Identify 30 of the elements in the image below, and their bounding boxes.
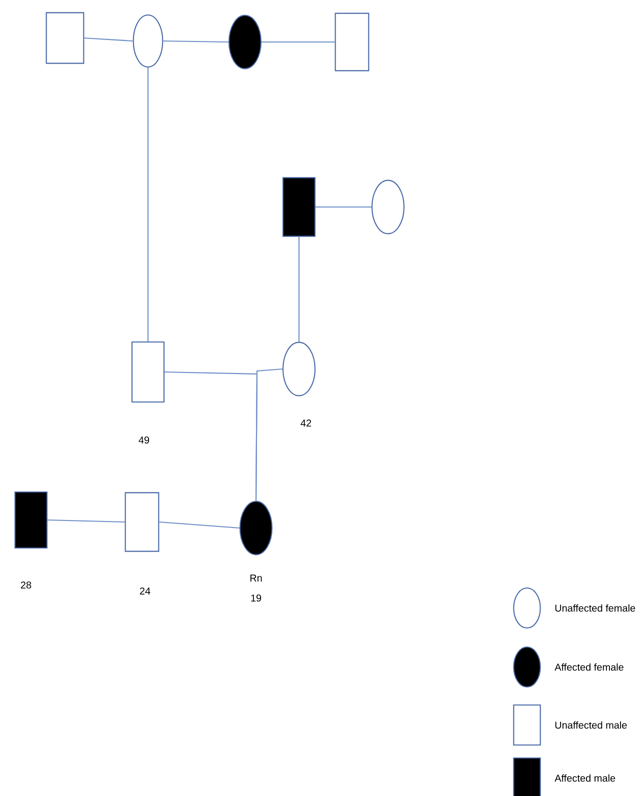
pedigree-square [124, 492, 160, 552]
pedigree-circle [239, 500, 273, 556]
pedigree-circle [282, 342, 316, 396]
legend-label: Unaffected female [555, 604, 636, 612]
pedigree-square [46, 12, 84, 64]
age-label: 28 [20, 581, 32, 589]
age-label: 42 [300, 420, 312, 426]
pedigree-square [14, 491, 48, 549]
connector-line [316, 206, 372, 208]
age-label: Rn [250, 574, 262, 582]
pedigree-square [334, 12, 370, 72]
connector-line [48, 519, 125, 523]
age-label: 19 [251, 594, 262, 602]
connector-line [159, 521, 240, 529]
legend-label: Unaffected male [555, 721, 627, 729]
legend-label: Affected male [554, 774, 616, 782]
connector-line [84, 37, 133, 42]
connector-line [163, 40, 228, 43]
connector-line [298, 236, 300, 342]
pedigree-square [282, 177, 316, 237]
pedigree-circle [371, 180, 405, 234]
legend-label: Affected female [554, 663, 624, 671]
connector-line [147, 68, 149, 342]
pedigree-circle [132, 14, 164, 68]
connector-line [262, 41, 335, 43]
connector-line [255, 368, 283, 501]
age-label: 24 [140, 588, 150, 594]
pedigree-circle [228, 14, 262, 70]
pedigree-square [131, 341, 165, 403]
age-label: 49 [138, 436, 150, 444]
